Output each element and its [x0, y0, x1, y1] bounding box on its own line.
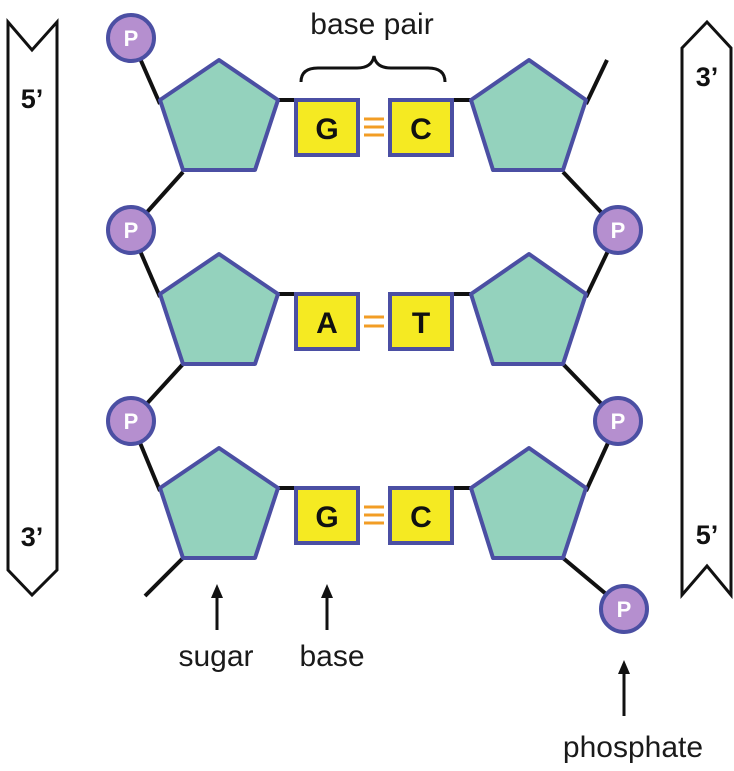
base-box	[294, 486, 360, 545]
right-strand-top-label: 3’	[696, 62, 719, 92]
base-letter: A	[316, 307, 338, 340]
phosphate-letter: P	[124, 218, 139, 243]
base-letter: T	[412, 307, 430, 340]
phosphate-letter: P	[124, 409, 139, 434]
left-strand-bottom-label: 3’	[21, 522, 44, 552]
phosphate-letter: P	[124, 26, 139, 51]
base-box	[388, 292, 454, 351]
sugar-pentagon	[158, 252, 280, 366]
sugar-pentagon	[158, 446, 280, 560]
sugar-pointer: sugar	[178, 584, 254, 673]
phosphate-pointer: phosphate	[563, 660, 703, 764]
backbone-bond	[143, 556, 185, 598]
phosphate-group: P	[106, 396, 156, 446]
base-box	[388, 98, 454, 157]
right-strand-arrow: 3’ 5’	[680, 19, 733, 600]
base-pointer: base	[299, 584, 365, 673]
base-box	[294, 98, 360, 157]
left-strand-top-label: 5’	[21, 84, 44, 114]
hydrogen-bonds	[364, 315, 384, 328]
base-box	[388, 486, 454, 545]
sugar-pentagon	[469, 446, 588, 560]
base-pair-brace: base pair	[299, 8, 447, 83]
base-letter: C	[410, 113, 432, 146]
phosphates: P P P P P P	[106, 13, 649, 634]
right-strand-bottom-label: 5’	[696, 520, 719, 550]
sugar-pentagon	[469, 58, 588, 172]
phosphate-group: P	[599, 584, 649, 634]
phosphate-group: P	[106, 205, 156, 255]
base-pair-label: base pair	[310, 8, 433, 41]
sugar-pentagon	[158, 58, 280, 172]
base-pair-row-2: A T	[294, 292, 454, 351]
base-label: base	[299, 640, 364, 673]
sugars	[158, 58, 588, 560]
phosphate-group: P	[593, 205, 643, 255]
base-letter: G	[315, 113, 338, 146]
base-letter: C	[410, 501, 432, 534]
phosphate-group: P	[106, 13, 156, 63]
sugar-pentagon	[469, 252, 588, 366]
sugar-label: sugar	[178, 640, 253, 673]
phosphate-letter: P	[611, 218, 626, 243]
left-strand-arrow: 5’ 3’	[6, 17, 59, 598]
base-letter: G	[315, 501, 338, 534]
phosphate-letter: P	[611, 409, 626, 434]
backbone-bond	[584, 59, 609, 105]
base-pair-row-3: G C	[294, 486, 454, 545]
base-box	[294, 292, 360, 351]
bases: G C A T G C	[294, 98, 454, 545]
phosphate-label: phosphate	[563, 731, 703, 764]
base-pair-row-1: G C	[294, 98, 454, 157]
phosphate-letter: P	[617, 597, 632, 622]
hydrogen-bonds	[364, 117, 384, 137]
hydrogen-bonds	[364, 505, 384, 525]
phosphate-group: P	[593, 396, 643, 446]
